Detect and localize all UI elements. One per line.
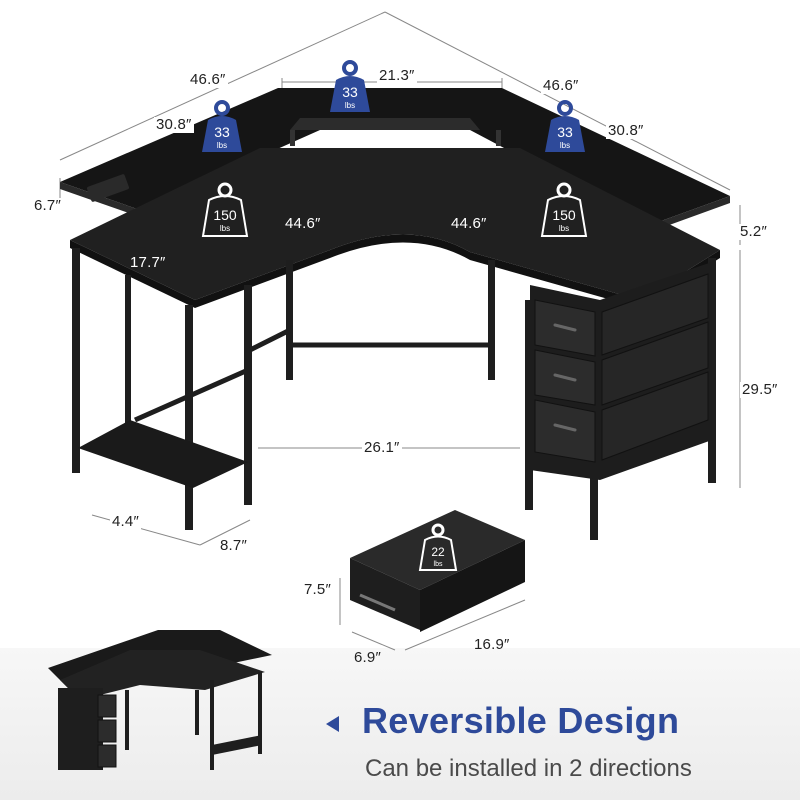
weight-unit: lbs <box>217 141 227 150</box>
dim-shelf-gap: 4.4″ <box>110 513 141 530</box>
reversible-thumbnail <box>48 630 272 770</box>
weight-unit: lbs <box>345 101 355 110</box>
weight-icon-drawer: 22 lbs <box>418 523 458 571</box>
triangle-left-icon <box>326 716 339 732</box>
dim-total-width-left: 46.6″ <box>188 71 228 88</box>
bottom-shelf <box>78 420 248 488</box>
dim-total-width-right: 46.6″ <box>541 77 581 94</box>
desk-top <box>70 148 720 300</box>
dim-shelf-height-bottom: 8.7″ <box>218 537 249 554</box>
dim-bin-height: 7.5″ <box>302 581 333 598</box>
weight-value: 22 <box>431 545 445 559</box>
weight-unit: lbs <box>560 141 570 150</box>
dim-bin-width: 6.9″ <box>354 649 381 666</box>
weight-unit: lbs <box>220 224 230 233</box>
weight-value: 33 <box>342 84 358 100</box>
weight-value: 150 <box>552 207 576 223</box>
dim-shelf-depth-left: 30.8″ <box>154 116 194 133</box>
weight-icon-desk-left: 150 lbs <box>201 182 249 237</box>
weight-icon-desk-right: 150 lbs <box>540 182 588 237</box>
dim-leg-spacing: 26.1″ <box>362 439 402 456</box>
weight-icon-top-center: 33 lbs <box>330 60 370 112</box>
weight-icon-top-right: 33 lbs <box>545 100 585 152</box>
feature-subtitle: Can be installed in 2 directions <box>365 755 692 782</box>
weight-value: 33 <box>557 124 573 140</box>
weight-unit: lbs <box>434 561 443 568</box>
power-outlet <box>87 174 129 202</box>
dim-desk-depth-left: 44.6″ <box>285 215 321 232</box>
dim-shelf-center-width: 21.3″ <box>377 67 417 84</box>
dim-bin-length: 16.9″ <box>474 636 510 653</box>
weight-icon-top-left: 33 lbs <box>202 100 242 152</box>
dim-shelf-depth-right: 30.8″ <box>606 122 646 139</box>
dim-top-thickness: 5.2″ <box>738 223 769 240</box>
drawer-bin <box>350 510 525 590</box>
weight-value: 33 <box>214 124 230 140</box>
weight-unit: lbs <box>559 224 569 233</box>
dim-desk-depth-right: 44.6″ <box>451 215 487 232</box>
dim-shelf-height: 6.7″ <box>32 197 63 214</box>
feature-title: Reversible Design <box>362 700 680 741</box>
dim-side-depth: 17.7″ <box>130 254 166 271</box>
weight-value: 150 <box>213 207 237 223</box>
dim-desk-height: 29.5″ <box>740 381 780 398</box>
